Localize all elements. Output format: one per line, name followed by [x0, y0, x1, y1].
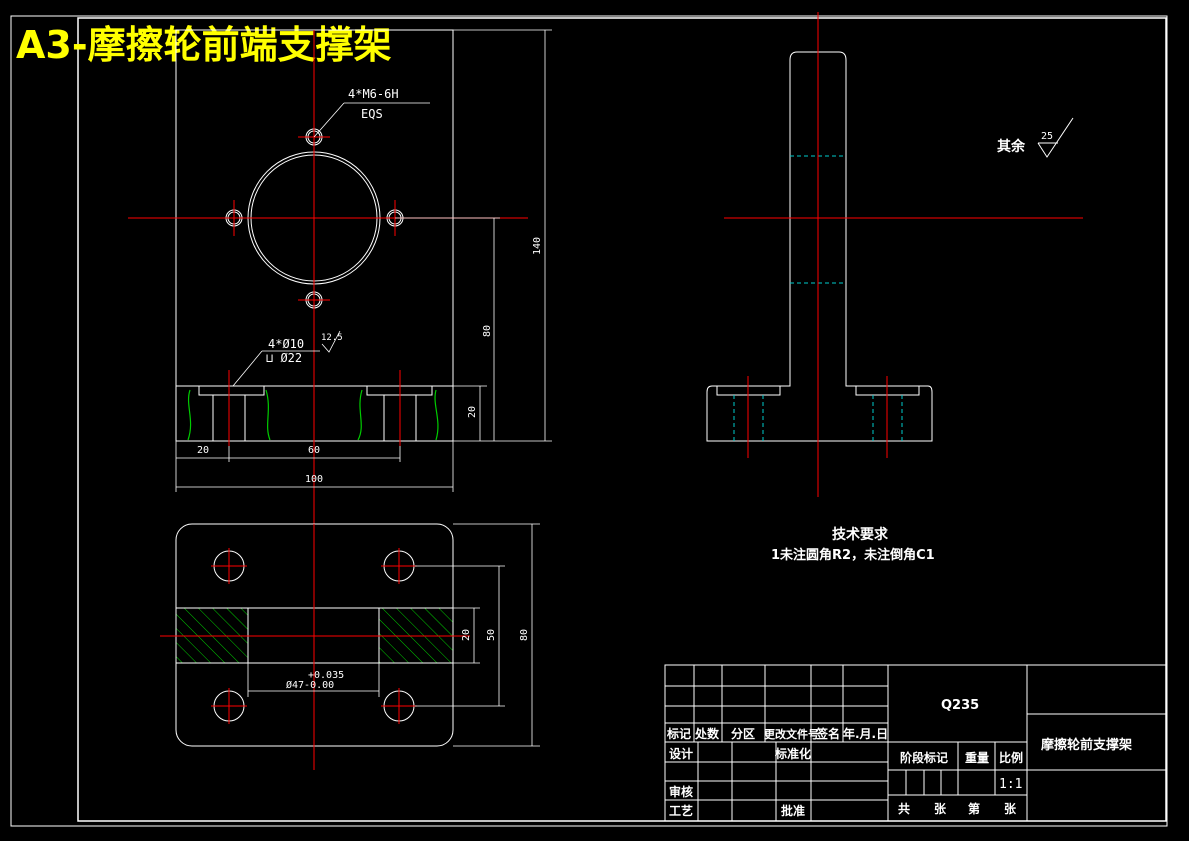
plan-centerlines [160, 524, 470, 770]
front-dimensions [175, 29, 552, 492]
tech-req-line1: 1未注圆角R2，未注倒角C1 [771, 547, 935, 563]
scale-value: 1:1 [999, 777, 1022, 792]
tolerance-upper: +0.035 [308, 670, 344, 681]
dim-20-left: 20 [197, 445, 209, 456]
side-centerlines [724, 12, 1083, 497]
material-cell: Q235 [941, 698, 979, 713]
dim-80-front: 80 [482, 325, 493, 337]
page-label: 第 [968, 801, 980, 816]
design-label: 设计 [669, 746, 693, 761]
plan-dimensions [247, 523, 540, 747]
page-unit: 张 [1004, 801, 1017, 816]
front-centerlines [128, 30, 528, 524]
header-sign: 签名 [815, 726, 840, 741]
dim-140: 140 [532, 237, 543, 255]
thread-note-eqs: EQS [361, 107, 383, 121]
side-view [706, 51, 933, 442]
outer-border [10, 15, 1168, 827]
weight-label: 重量 [965, 750, 989, 765]
process-label: 工艺 [669, 803, 693, 818]
total-unit: 张 [934, 801, 947, 816]
break-lines [187, 389, 439, 441]
roughness-symbol [1037, 117, 1074, 158]
header-zone: 分区 [731, 726, 755, 741]
header-count: 处数 [694, 726, 720, 741]
approve-label: 批准 [781, 803, 805, 818]
review-label: 审核 [669, 784, 693, 799]
dim-20-plan: 20 [461, 629, 472, 641]
dim-20-base: 20 [467, 406, 478, 418]
left-counterbore [198, 386, 265, 396]
hole-note: 4*Ø10 [268, 337, 304, 351]
roughness-25: 25 [1041, 131, 1053, 142]
dim-60: 60 [308, 445, 320, 456]
stage-label: 阶段标记 [900, 750, 948, 765]
bore-dim: Ø47-0.00 [286, 679, 334, 691]
dim-80-plan: 80 [519, 629, 530, 641]
title-block-grid [664, 664, 1167, 822]
thread-note: 4*M6-6H [348, 87, 399, 101]
roughness-12-5: 12.5 [321, 333, 343, 343]
header-docno: 更改文件号 [764, 727, 819, 741]
side-outline [706, 51, 933, 442]
dim-50: 50 [486, 629, 497, 641]
header-mark: 标记 [666, 726, 691, 741]
tech-req-heading: 技术要求 [832, 526, 889, 543]
standard-label: 标准化 [774, 746, 811, 761]
counterbore-note: ⊔ Ø22 [266, 351, 302, 365]
roughness-other-label: 其余 [997, 138, 1026, 155]
header-date: 年.月.日 [843, 726, 888, 741]
dim-100: 100 [305, 474, 323, 485]
scale-label: 比例 [999, 750, 1023, 765]
part-name-cell: 摩擦轮前支撑架 [1041, 737, 1132, 753]
total-label: 共 [898, 801, 910, 816]
inner-frame [77, 17, 1167, 822]
